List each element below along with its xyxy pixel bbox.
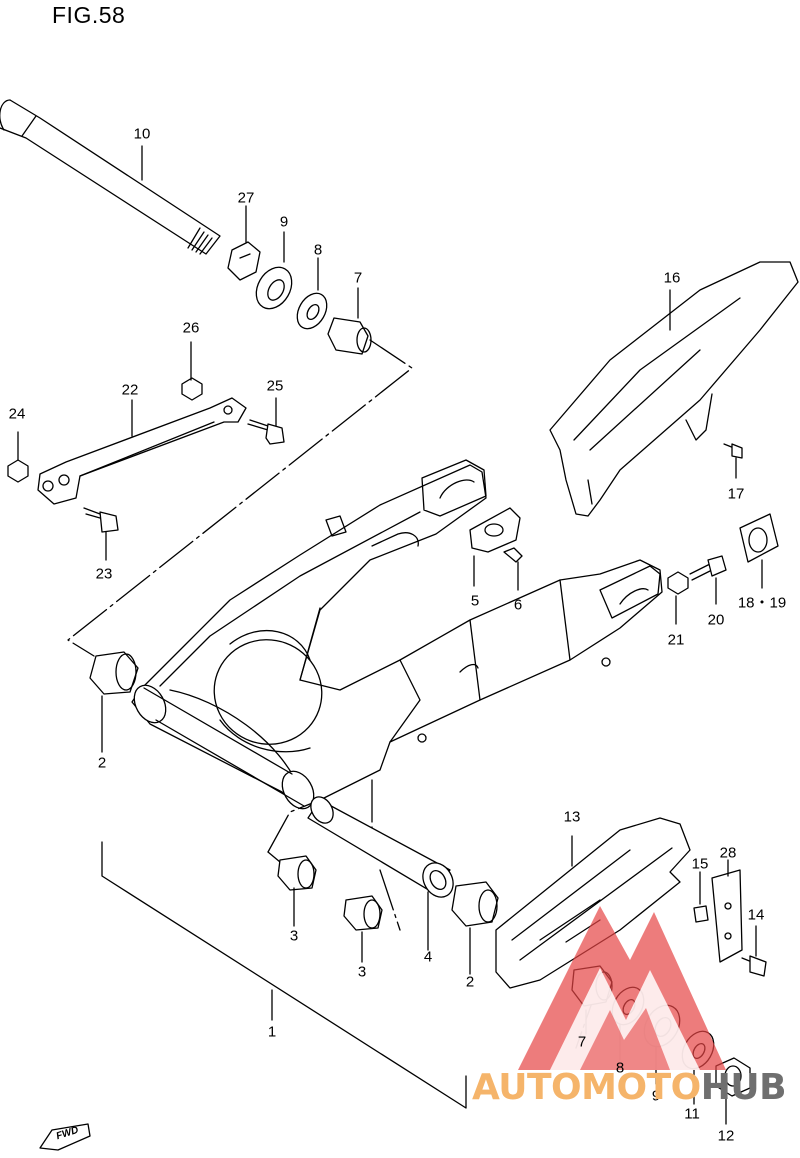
assembly-bracket-1 xyxy=(101,841,467,1109)
watermark-text: AUTOMOTOHUB xyxy=(472,1067,787,1108)
callout-3-lower: 3 xyxy=(357,963,367,981)
callout-2-left: 2 xyxy=(97,754,107,772)
collar-15-drawing xyxy=(693,871,709,923)
clamp-5-drawing xyxy=(469,507,521,587)
callout-9: 9 xyxy=(279,213,289,231)
watermark-text-b: HUB xyxy=(700,1067,787,1108)
callout-18-19: 18・19 xyxy=(737,594,787,612)
callout-14: 14 xyxy=(747,906,765,924)
callout-25: 25 xyxy=(266,377,284,395)
collar-18-19-drawing xyxy=(739,513,779,589)
nut-26-drawing xyxy=(181,341,203,401)
callout-13: 13 xyxy=(563,808,581,826)
nut-24-drawing xyxy=(7,431,29,483)
callout-4: 4 xyxy=(423,948,433,966)
callout-16: 16 xyxy=(663,269,681,287)
bearings-drawing xyxy=(89,651,499,931)
callout-8-rear: 8 xyxy=(615,1059,625,1077)
callout-27: 27 xyxy=(237,189,255,207)
bolt-25-drawing xyxy=(247,397,285,445)
callout-6: 6 xyxy=(513,596,523,614)
bolt-23-drawing xyxy=(83,507,119,561)
callout-7: 7 xyxy=(353,269,363,287)
fwd-arrow-icon xyxy=(39,1123,91,1151)
callout-22: 22 xyxy=(121,381,139,399)
callout-5: 5 xyxy=(470,592,480,610)
callout-1: 1 xyxy=(267,1023,277,1041)
callout-11: 11 xyxy=(684,1105,700,1123)
callout-7-rear: 7 xyxy=(577,1033,587,1051)
pivot-shaft-drawing xyxy=(0,99,221,255)
plate-28-drawing xyxy=(711,859,743,963)
callout-17: 17 xyxy=(727,485,745,503)
chain-case-drawing xyxy=(549,261,799,517)
callout-12: 12 xyxy=(717,1127,735,1145)
bolt-20-drawing xyxy=(689,555,727,605)
callout-10: 10 xyxy=(133,125,151,143)
nut-21-drawing xyxy=(667,571,689,625)
figure-title: FIG.58 xyxy=(52,2,126,28)
callout-15: 15 xyxy=(691,855,709,873)
callout-9-rear: 9 xyxy=(651,1087,661,1105)
callout-2-right: 2 xyxy=(465,973,475,991)
swing-arm-drawing xyxy=(131,459,663,810)
callout-24: 24 xyxy=(8,405,26,423)
bolt-14-drawing xyxy=(741,925,767,977)
callout-23: 23 xyxy=(95,565,113,583)
callout-21: 21 xyxy=(667,631,685,649)
callout-26: 26 xyxy=(182,319,200,337)
watermark-text-a: AUTOMOTO xyxy=(472,1067,701,1108)
callout-3-upper: 3 xyxy=(289,927,299,945)
callout-8: 8 xyxy=(313,241,323,259)
chain-guide-drawing xyxy=(495,817,691,989)
screw-17-drawing xyxy=(723,443,743,479)
callout-28: 28 xyxy=(719,844,737,862)
torque-rod-drawing xyxy=(37,397,247,505)
pivot-hardware-drawing xyxy=(227,241,372,355)
screw-6-drawing xyxy=(503,547,523,591)
watermark-logo-icon xyxy=(518,906,726,1070)
callout-20: 20 xyxy=(707,611,725,629)
